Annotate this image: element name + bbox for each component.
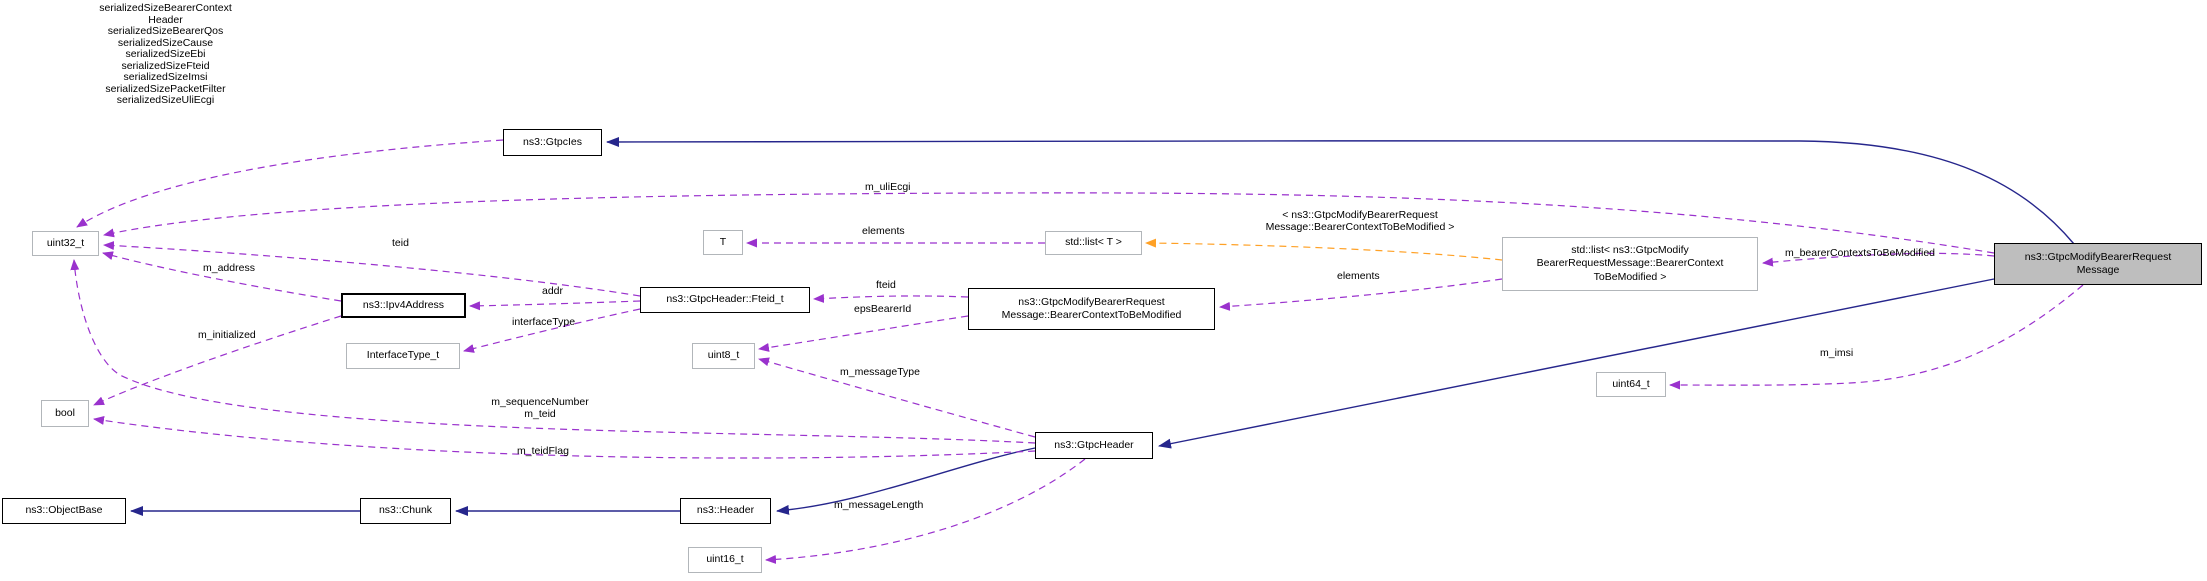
node-ns3-header[interactable]: ns3::Header [680, 498, 771, 524]
node-uint8-t: uint8_t [692, 343, 755, 369]
node-ns3-objectbase[interactable]: ns3::ObjectBase [2, 498, 126, 524]
node-ns3-ipv4address[interactable]: ns3::Ipv4Address [341, 293, 466, 318]
node-std-list-bearercontext: std::list< ns3::GtpcModify BearerRequest… [1502, 237, 1758, 291]
edge-label-elements-list-t: elements [862, 225, 905, 237]
edge-label-serialized-sizes: serializedSizeBearerContext Header seria… [99, 2, 232, 107]
node-uint32-t: uint32_t [32, 231, 99, 256]
edge-usage-ipv4-maddress-to-uint32 [102, 251, 342, 302]
edge-inherit-main-to-gtpcies [606, 136, 2075, 245]
edge-label-interfacetype: interfaceType [512, 316, 576, 328]
edge-label-teid: teid [392, 237, 409, 249]
edge-usage-bctbm-fteid-to-fteidt [813, 293, 969, 303]
edge-usage-gtpcheader-teidflag-to-bool [93, 416, 1036, 459]
edge-usage-gtpcheader-messagelength-to-uint16 [765, 458, 1086, 564]
edge-label-m-initialized: m_initialized [198, 329, 256, 341]
edge-label-epsbearerid: epsBearerId [854, 303, 912, 315]
edge-usage-fteidt-teid-to-uint32 [103, 241, 641, 297]
edge-inherit-gtpcheader-to-header [776, 447, 1036, 515]
edge-label-m-sequencenumber-m-teid: m_sequenceNumber m_teid [491, 396, 589, 420]
node-ns3-gtpcies[interactable]: ns3::GtpcIes [503, 129, 602, 156]
edge-usage-fteidt-interfacetype-to-iface [463, 308, 641, 353]
edge-label-addr: addr [542, 285, 564, 297]
edge-usage-main-bearercontexts-to-stdlistfull [1762, 252, 1995, 267]
node-interfacetype-t: InterfaceType_t [346, 343, 460, 369]
edge-usage-gtpcheader-messagetype-to-uint8 [758, 357, 1036, 438]
edge-usage-bctbm-epsbearerid-to-uint8 [758, 315, 969, 352]
edge-usage-stdlistfull-elements-to-bctbm [1219, 278, 1503, 311]
edge-label-m-bearercontextstobemodified: m_bearerContextsToBeModified [1785, 247, 1935, 259]
edge-usage-ipv4-minitialized-to-bool [93, 315, 342, 406]
node-std-list-t: std::list< T > [1045, 231, 1142, 255]
node-ns3-gtpcmodifybearerrequestmessage: ns3::GtpcModifyBearerRequest Message [1994, 243, 2202, 285]
node-ns3-gtpcheader[interactable]: ns3::GtpcHeader [1035, 432, 1153, 459]
node-ns3-chunk[interactable]: ns3::Chunk [360, 498, 451, 524]
node-ns3-gtpcheader-fteid-t[interactable]: ns3::GtpcHeader::Fteid_t [640, 287, 810, 313]
edge-template-stdlistfull-to-stdlistt [1145, 238, 1503, 261]
edge-label-m-imsi: m_imsi [1820, 347, 1854, 359]
node-uint16-t: uint16_t [688, 547, 762, 573]
edge-usage-gtpcheader-seq-teid-to-uint32 [70, 259, 1036, 444]
edge-usage-gtpcies-serializedsizes-to-uint32 [76, 139, 504, 228]
edge-usage-fteidt-addr-to-ipv4 [469, 300, 641, 311]
node-bearercontexttobemodified[interactable]: ns3::GtpcModifyBearerRequest Message::Be… [968, 288, 1215, 330]
edge-label-m-teidflag: m_teidFlag [517, 445, 569, 457]
edge-label-fteid: fteid [876, 279, 896, 291]
edge-label-m-messagelength: m_messageLength [834, 499, 924, 511]
node-uint64-t: uint64_t [1596, 372, 1666, 397]
edge-label-template-args: < ns3::GtpcModifyBearerRequest Message::… [1265, 209, 1455, 233]
edge-label-m-messagetype: m_messageType [840, 366, 920, 378]
edge-label-elements-list-full: elements [1337, 270, 1380, 282]
edge-usage-main-muliecgi-to-uint32 [103, 192, 1995, 254]
edge-inherit-main-to-gtpcheader [1158, 278, 1995, 449]
node-bool: bool [41, 400, 89, 427]
edge-label-m-uliecgi: m_uliEcgi [865, 181, 911, 193]
node-t: T [703, 230, 743, 255]
edge-usage-main-imsi-to-uint64 [1669, 284, 2084, 390]
edge-label-m-address: m_address [203, 262, 255, 274]
